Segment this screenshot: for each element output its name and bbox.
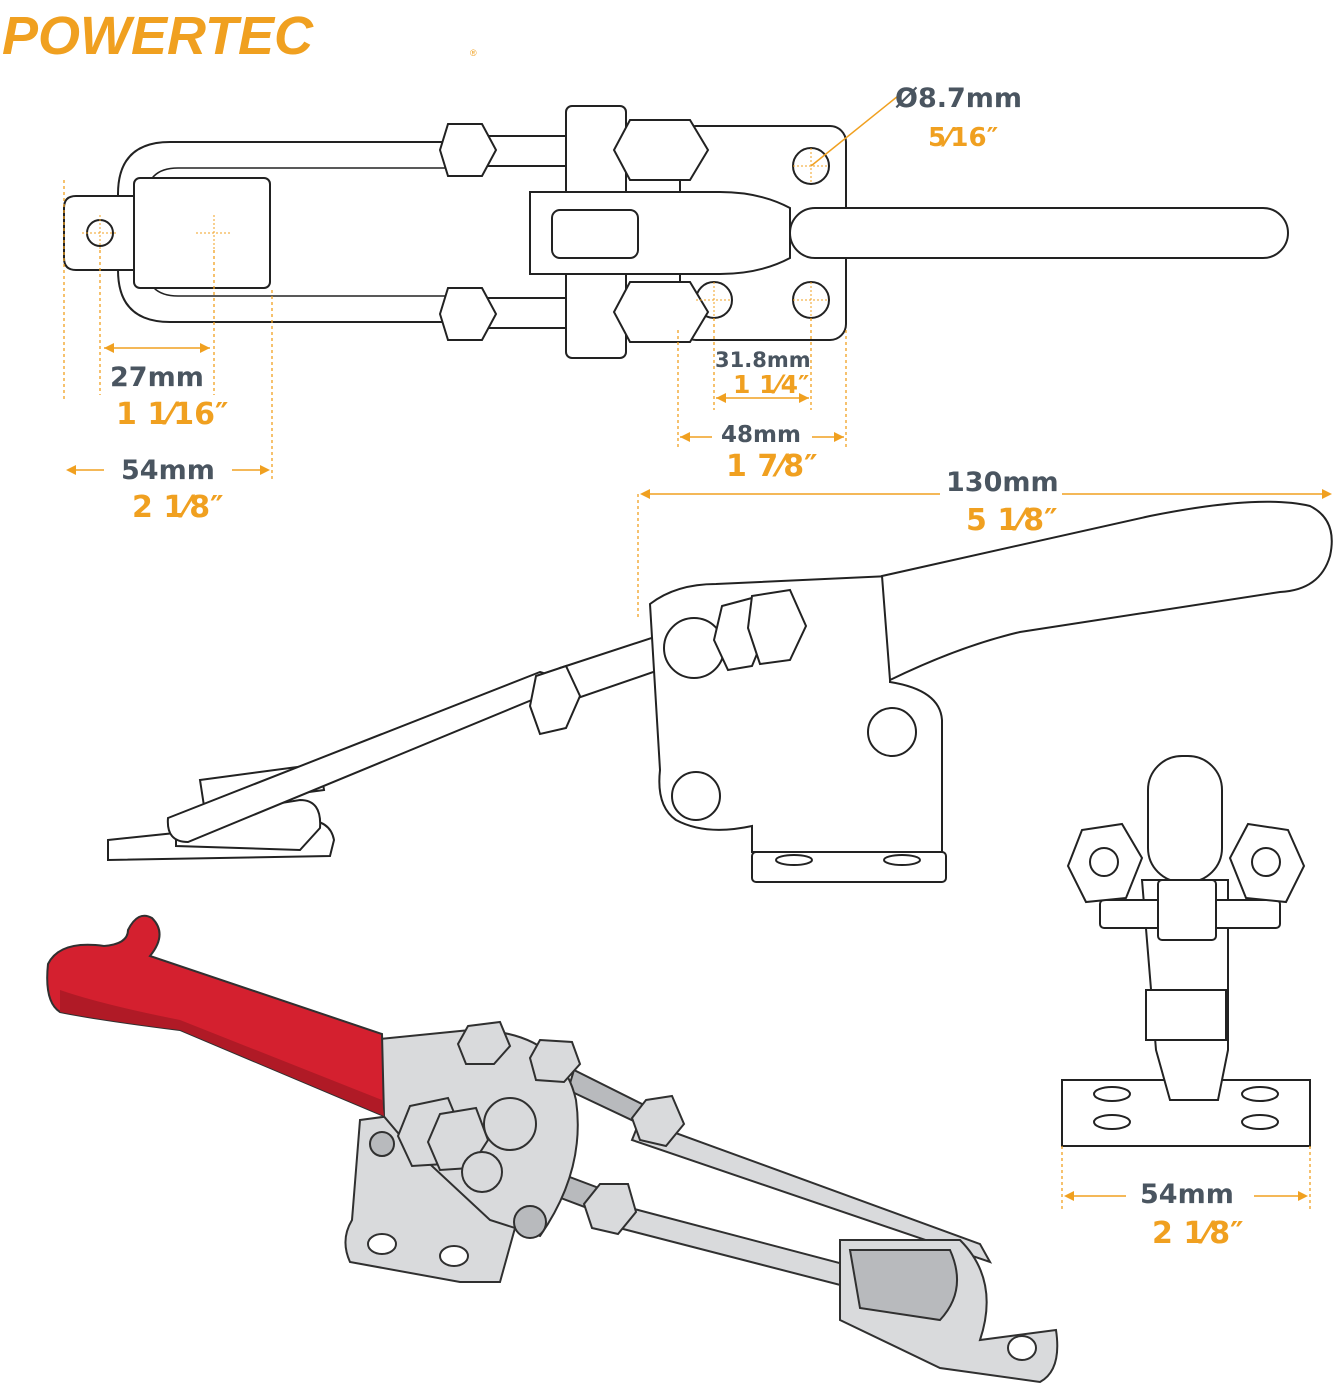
end-nut-left-bore (1089, 847, 1119, 877)
top-view-dimensions (63, 95, 899, 480)
end-base-width-imperial: 2 1⁄8″ (1152, 1216, 1243, 1251)
latch-holes-metric: 27mm (110, 362, 204, 393)
end-body-block (1145, 989, 1227, 1041)
side-view-drawing (107, 500, 1333, 883)
render-base-hole-2 (439, 1245, 469, 1267)
nut-bottom-left (438, 287, 498, 341)
render-handle-shadow (60, 990, 384, 1116)
render-body-pivot (513, 1205, 547, 1239)
hole-centerlines (82, 148, 829, 318)
render-body-rivet (369, 1131, 395, 1157)
side-base-slot-1 (775, 854, 813, 866)
brand-name: POWERTEC (2, 6, 314, 66)
render-rod-nut-top (630, 1094, 686, 1148)
render-pivot-cap (461, 1151, 503, 1193)
top-view-labels: Ø8.7mm 5⁄16″ 27mm 1 1⁄16″ 54mm 2 1⁄8″ 31… (110, 83, 1022, 525)
side-pivot-hole-2 (671, 771, 721, 821)
render-nut-rod (528, 1038, 582, 1084)
side-pivot-hole-1 (867, 707, 917, 757)
top-view-drawing (63, 105, 1289, 359)
end-nut-right-bore (1251, 847, 1281, 877)
nut-top-left (438, 123, 498, 177)
hole-diameter-metric: Ø8.7mm (895, 83, 1022, 114)
render-rod-nut-bottom (582, 1183, 638, 1236)
render-pivot-ball (483, 1097, 537, 1151)
side-base-slot-2 (883, 854, 921, 866)
hole-diameter-imperial: 5⁄16″ (928, 123, 998, 153)
handle-top-view (789, 207, 1289, 259)
side-handle (880, 500, 1333, 682)
overall-length-imperial: 5 1⁄8″ (966, 503, 1057, 538)
brand-logo: POWERTEC ® (2, 6, 477, 66)
latch-width-imperial: 2 1⁄8″ (132, 490, 223, 525)
side-nut-2 (746, 588, 808, 666)
end-handle-neck (1157, 879, 1217, 941)
side-nut-rod (528, 664, 582, 736)
mount-spacing-imperial: 1 1⁄4″ (733, 370, 809, 399)
lever-link (551, 209, 639, 259)
render-latch-hole (1007, 1335, 1037, 1361)
base-width-metric: 48mm (721, 422, 801, 448)
brand-registered-mark: ® (470, 48, 477, 58)
end-view-labels: 54mm 2 1⁄8″ (1140, 1179, 1243, 1251)
side-view-dimensions: 130mm 5 1⁄8″ (637, 467, 1332, 620)
end-base-width-metric: 54mm (1140, 1179, 1234, 1210)
product-render (46, 914, 1059, 1384)
render-latch-hook (848, 1249, 958, 1322)
end-base-hole-1 (1093, 1086, 1131, 1102)
nut-top-right (612, 119, 710, 181)
latch-holes-imperial: 1 1⁄16″ (116, 397, 228, 432)
side-rod (166, 670, 558, 844)
render-nut-top (456, 1020, 512, 1065)
render-rod-top (630, 1118, 993, 1264)
overall-length-metric: 130mm (946, 467, 1059, 498)
end-handle (1147, 755, 1223, 883)
base-width-imperial: 1 7⁄8″ (726, 449, 817, 484)
mount-spacing-metric: 31.8mm (715, 348, 811, 372)
nut-bottom-right (612, 281, 710, 343)
end-base-hole-4 (1241, 1114, 1279, 1130)
render-base-hole-1 (367, 1233, 397, 1255)
latch-width-metric: 54mm (121, 455, 215, 486)
hole-leader (810, 95, 899, 167)
end-base-hole-2 (1093, 1114, 1131, 1130)
side-latch-hook (175, 798, 322, 852)
side-pivot-ball (663, 617, 725, 679)
end-view-drawing (1061, 755, 1311, 1210)
end-base-hole-3 (1241, 1086, 1279, 1102)
